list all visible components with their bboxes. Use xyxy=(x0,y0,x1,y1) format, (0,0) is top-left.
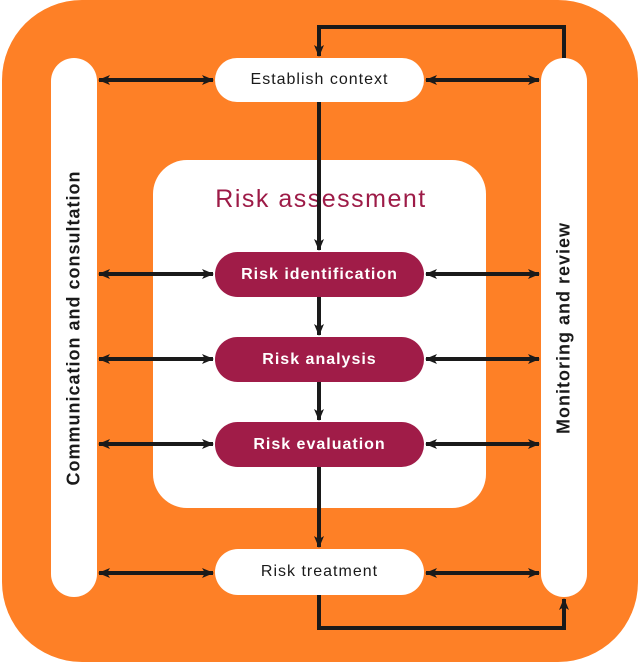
feedback-arrow-to-monitoring xyxy=(317,595,569,630)
risk-evaluation-node: Risk evaluation xyxy=(215,422,424,467)
risk-treatment-node: Risk treatment xyxy=(215,549,424,595)
communication-consultation-rail: Communication and consultation xyxy=(51,58,97,597)
establish-context-node: Establish context xyxy=(215,58,424,102)
risk-identification-node: Risk identification xyxy=(215,252,424,297)
monitoring-review-rail: Monitoring and review xyxy=(541,58,587,597)
feedback-arrow-to-establish-context xyxy=(314,25,566,58)
risk-analysis-node: Risk analysis xyxy=(215,337,424,382)
